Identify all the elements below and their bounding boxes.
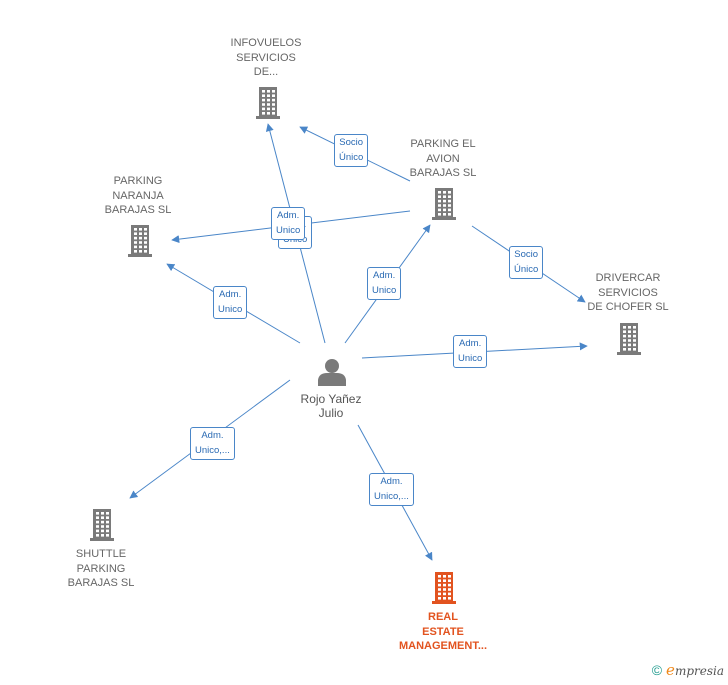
real-estate-building-icon[interactable] [432, 572, 456, 604]
person-icon[interactable] [318, 359, 346, 386]
edge-label-person-to-real_estate[interactable]: Adm. Unico,... [369, 473, 414, 506]
edge-label-parking_avion-to-drivercar[interactable]: Socio Único [509, 246, 544, 279]
node-label-drivercar[interactable]: DRIVERCAR SERVICIOS DE CHOFER SL [587, 272, 669, 313]
footer: © empresia [652, 661, 724, 679]
node-label-parking-avion[interactable]: PARKING EL AVION BARAJAS SL [409, 138, 477, 179]
node-label-shuttle[interactable]: SHUTTLE PARKING BARAJAS SL [67, 548, 135, 589]
edge-label-parking_avion-to-infovuelos[interactable]: Socio Único [334, 134, 369, 167]
edge-label-parking_avion-to-parking_naranja[interactable]: Adm. Unico [271, 207, 306, 240]
node-label-person[interactable]: Rojo Yañez Julio [300, 392, 362, 420]
node-label-infovuelos[interactable]: INFOVUELOS SERVICIOS DE... [230, 37, 302, 78]
node-label-parking-naranja[interactable]: PARKING NARANJA BARAJAS SL [104, 175, 172, 216]
node-label-real-estate[interactable]: REAL ESTATE MANAGEMENT... [399, 611, 487, 652]
copyright-icon: © [651, 662, 663, 678]
brand-logo: empresia [666, 661, 724, 679]
edge-label-person-to-shuttle[interactable]: Adm. Unico,... [190, 427, 235, 460]
edges-layer [129, 123, 588, 561]
edge-label-person-to-drivercar[interactable]: Adm. Unico [453, 335, 488, 368]
parking-avion-building-icon[interactable] [432, 188, 456, 220]
nodes-layer [90, 87, 641, 604]
parking-naranja-building-icon[interactable] [128, 225, 152, 257]
drivercar-building-icon[interactable] [617, 323, 641, 355]
edge-label-person-to-parking_avion[interactable]: Adm. Unico [367, 267, 402, 300]
shuttle-building-icon[interactable] [90, 509, 114, 541]
edge-label-person-to-parking_naranja[interactable]: Adm. Unico [213, 286, 248, 319]
infovuelos-building-icon[interactable] [256, 87, 280, 119]
